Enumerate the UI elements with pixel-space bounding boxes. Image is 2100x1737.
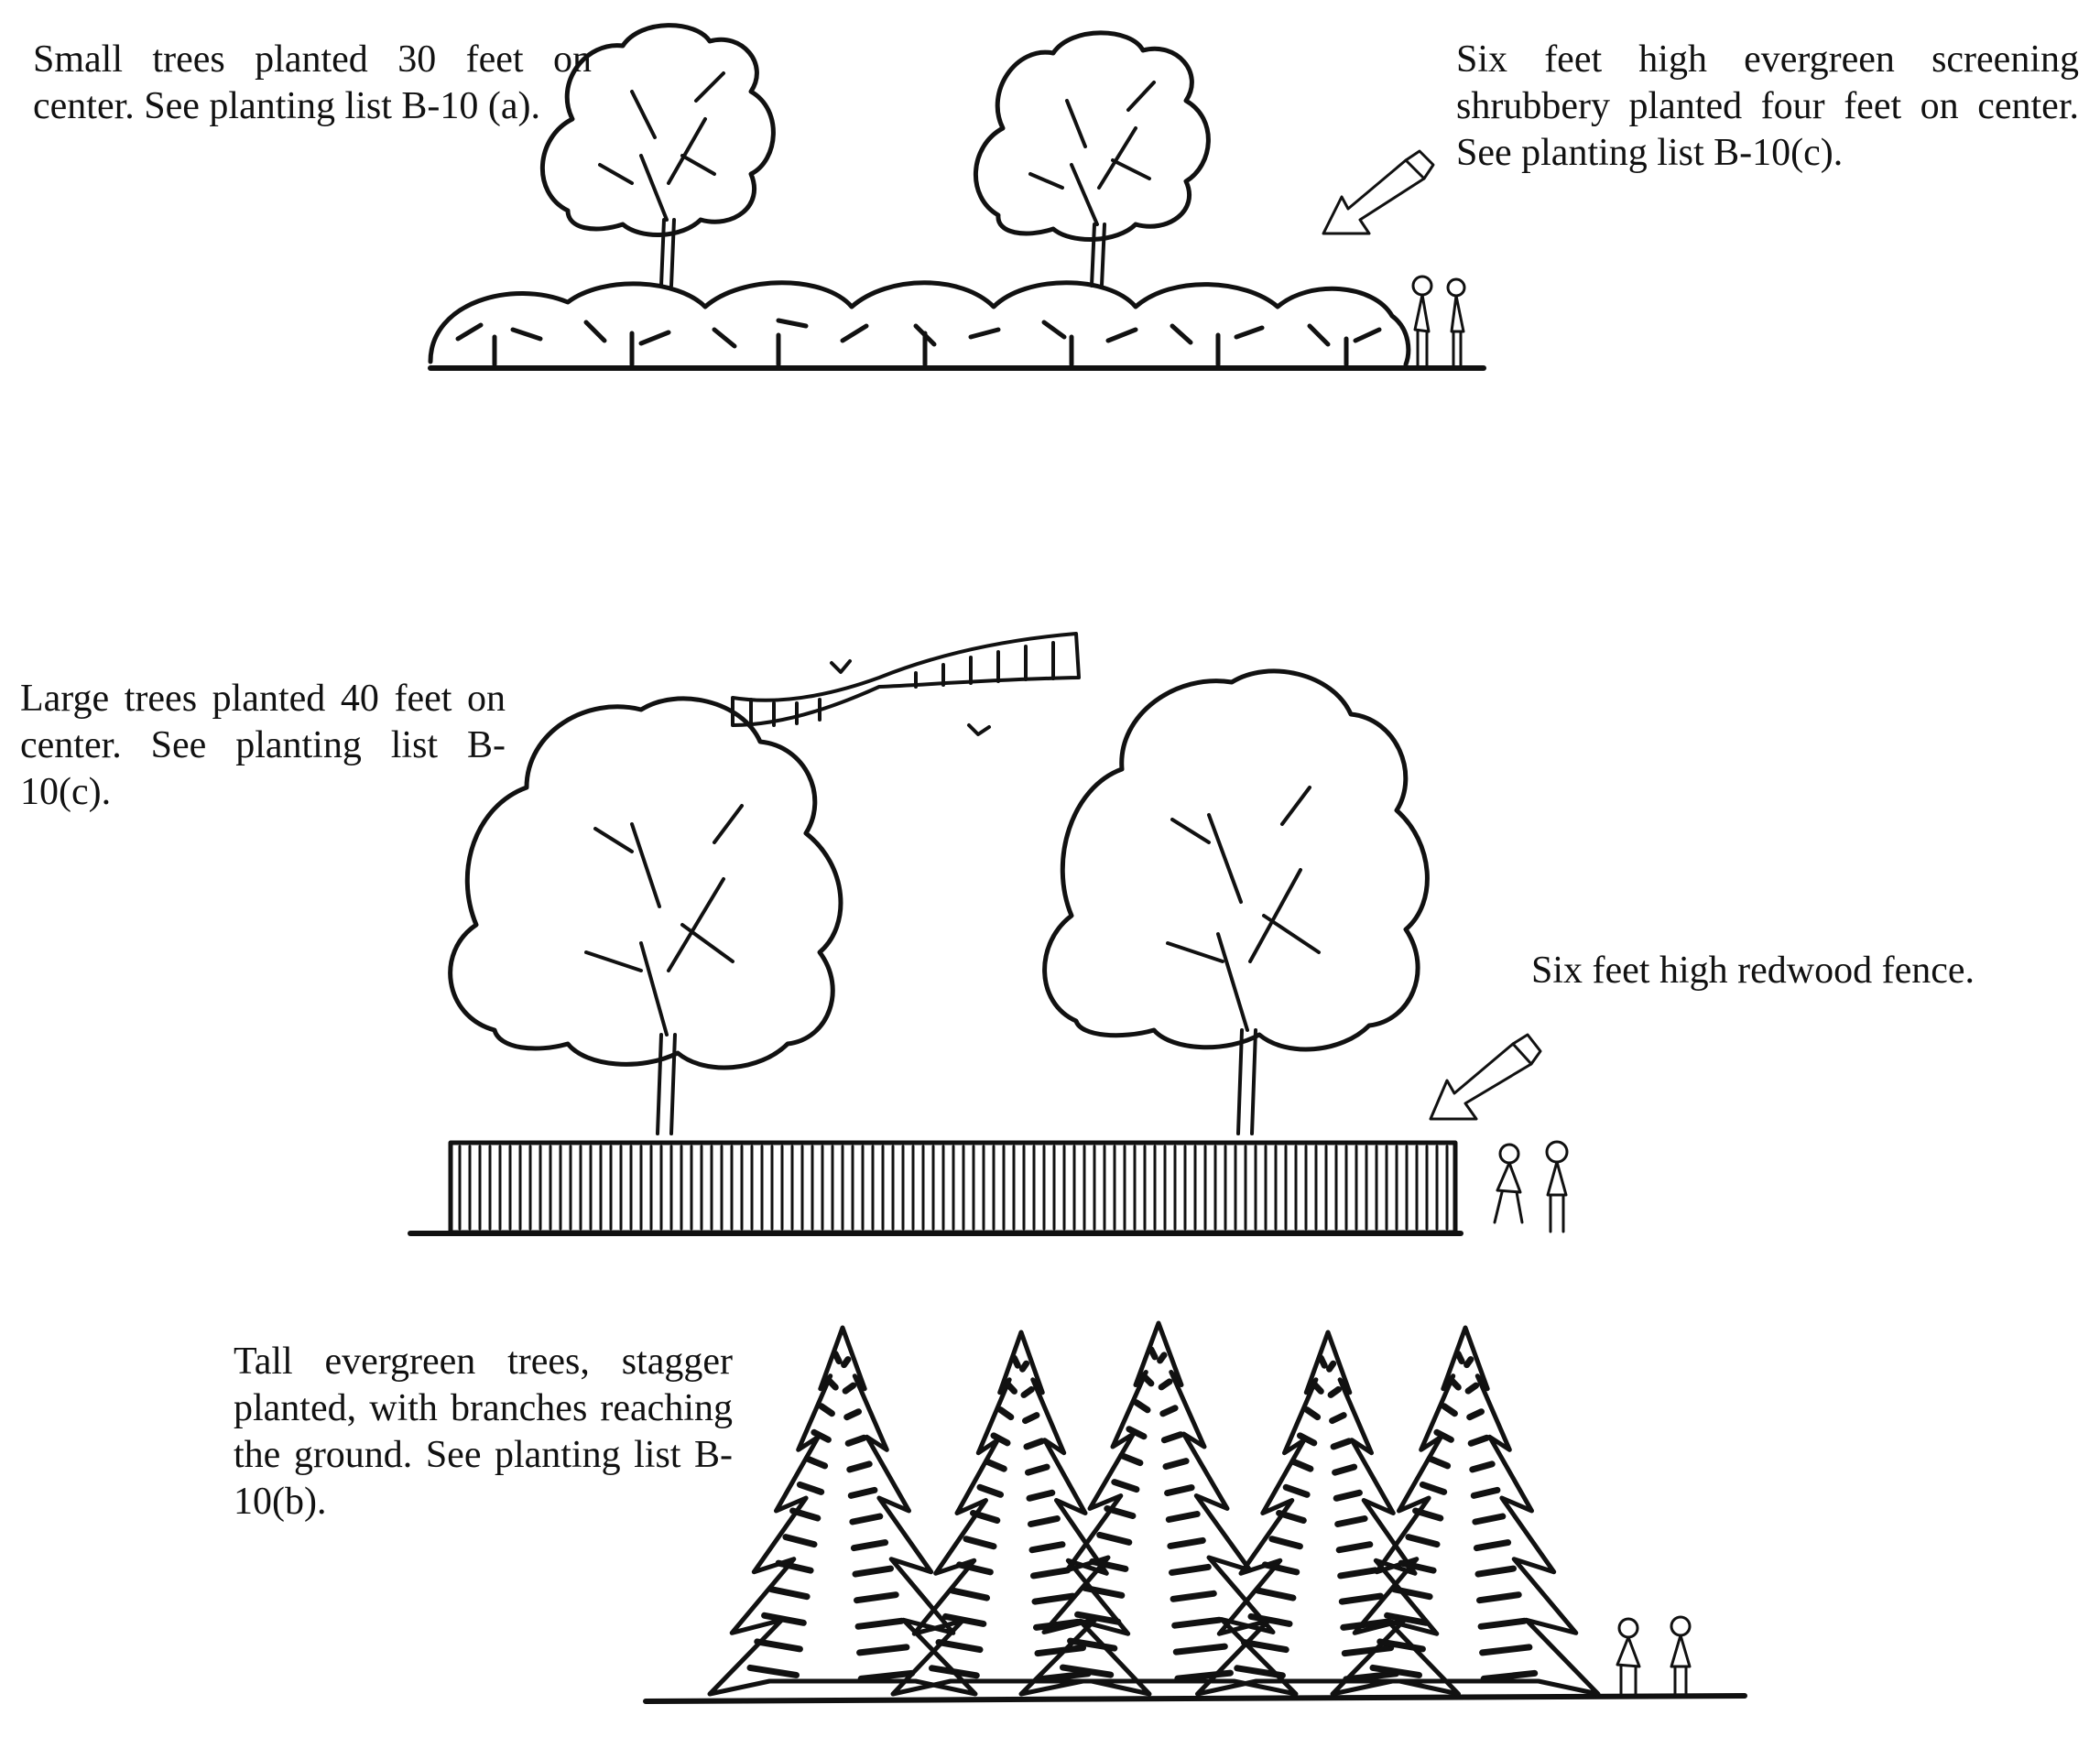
label-small-trees: Small trees planted 30 feet on center. S… bbox=[33, 38, 592, 127]
evergreen-branch-marks-3 bbox=[1060, 1346, 1234, 1682]
section-large-trees-fence bbox=[408, 632, 1569, 1236]
evergreen-branch-marks-5 bbox=[1369, 1351, 1539, 1682]
ground-line-3 bbox=[643, 1693, 1747, 1704]
label-evergreen: Tall evergreen trees, stagger planted, w… bbox=[234, 1341, 733, 1523]
large-tree-2 bbox=[1042, 668, 1430, 1135]
shrub-row bbox=[428, 280, 1411, 367]
label-large-trees: Large trees planted 40 feet on center. S… bbox=[20, 678, 506, 813]
person-figure-3 bbox=[1616, 1615, 1692, 1698]
evergreen-tree-3 bbox=[1018, 1320, 1299, 1697]
evergreen-tree-group bbox=[707, 1320, 1601, 1697]
evergreen-tree-4 bbox=[1195, 1330, 1461, 1697]
large-tree-1 bbox=[448, 696, 843, 1135]
person-figure-2 bbox=[1493, 1140, 1569, 1233]
section-evergreens bbox=[643, 1320, 1747, 1704]
arrow-fence bbox=[1429, 1033, 1542, 1121]
person-figure-1 bbox=[1411, 275, 1466, 368]
evergreen-branch-marks-4 bbox=[1234, 1354, 1399, 1683]
bird-flock bbox=[731, 632, 1081, 736]
evergreen-branch-marks-2 bbox=[929, 1354, 1092, 1683]
evergreen-branch-marks-1 bbox=[746, 1351, 916, 1682]
label-fence: Six feet high redwood fence. bbox=[1531, 950, 1975, 992]
evergreen-tree-1 bbox=[707, 1325, 978, 1697]
evergreen-tree-5 bbox=[1330, 1325, 1601, 1697]
evergreen-tree-2 bbox=[890, 1330, 1152, 1697]
small-tree-1 bbox=[539, 23, 776, 288]
redwood-fence bbox=[448, 1140, 1458, 1235]
section-small-trees-shrubbery bbox=[428, 23, 1486, 371]
arrow-shrubbery bbox=[1322, 149, 1435, 235]
label-shrubbery: Six feet high evergreen screening shrubb… bbox=[1456, 38, 2079, 174]
small-tree-2 bbox=[974, 30, 1211, 288]
